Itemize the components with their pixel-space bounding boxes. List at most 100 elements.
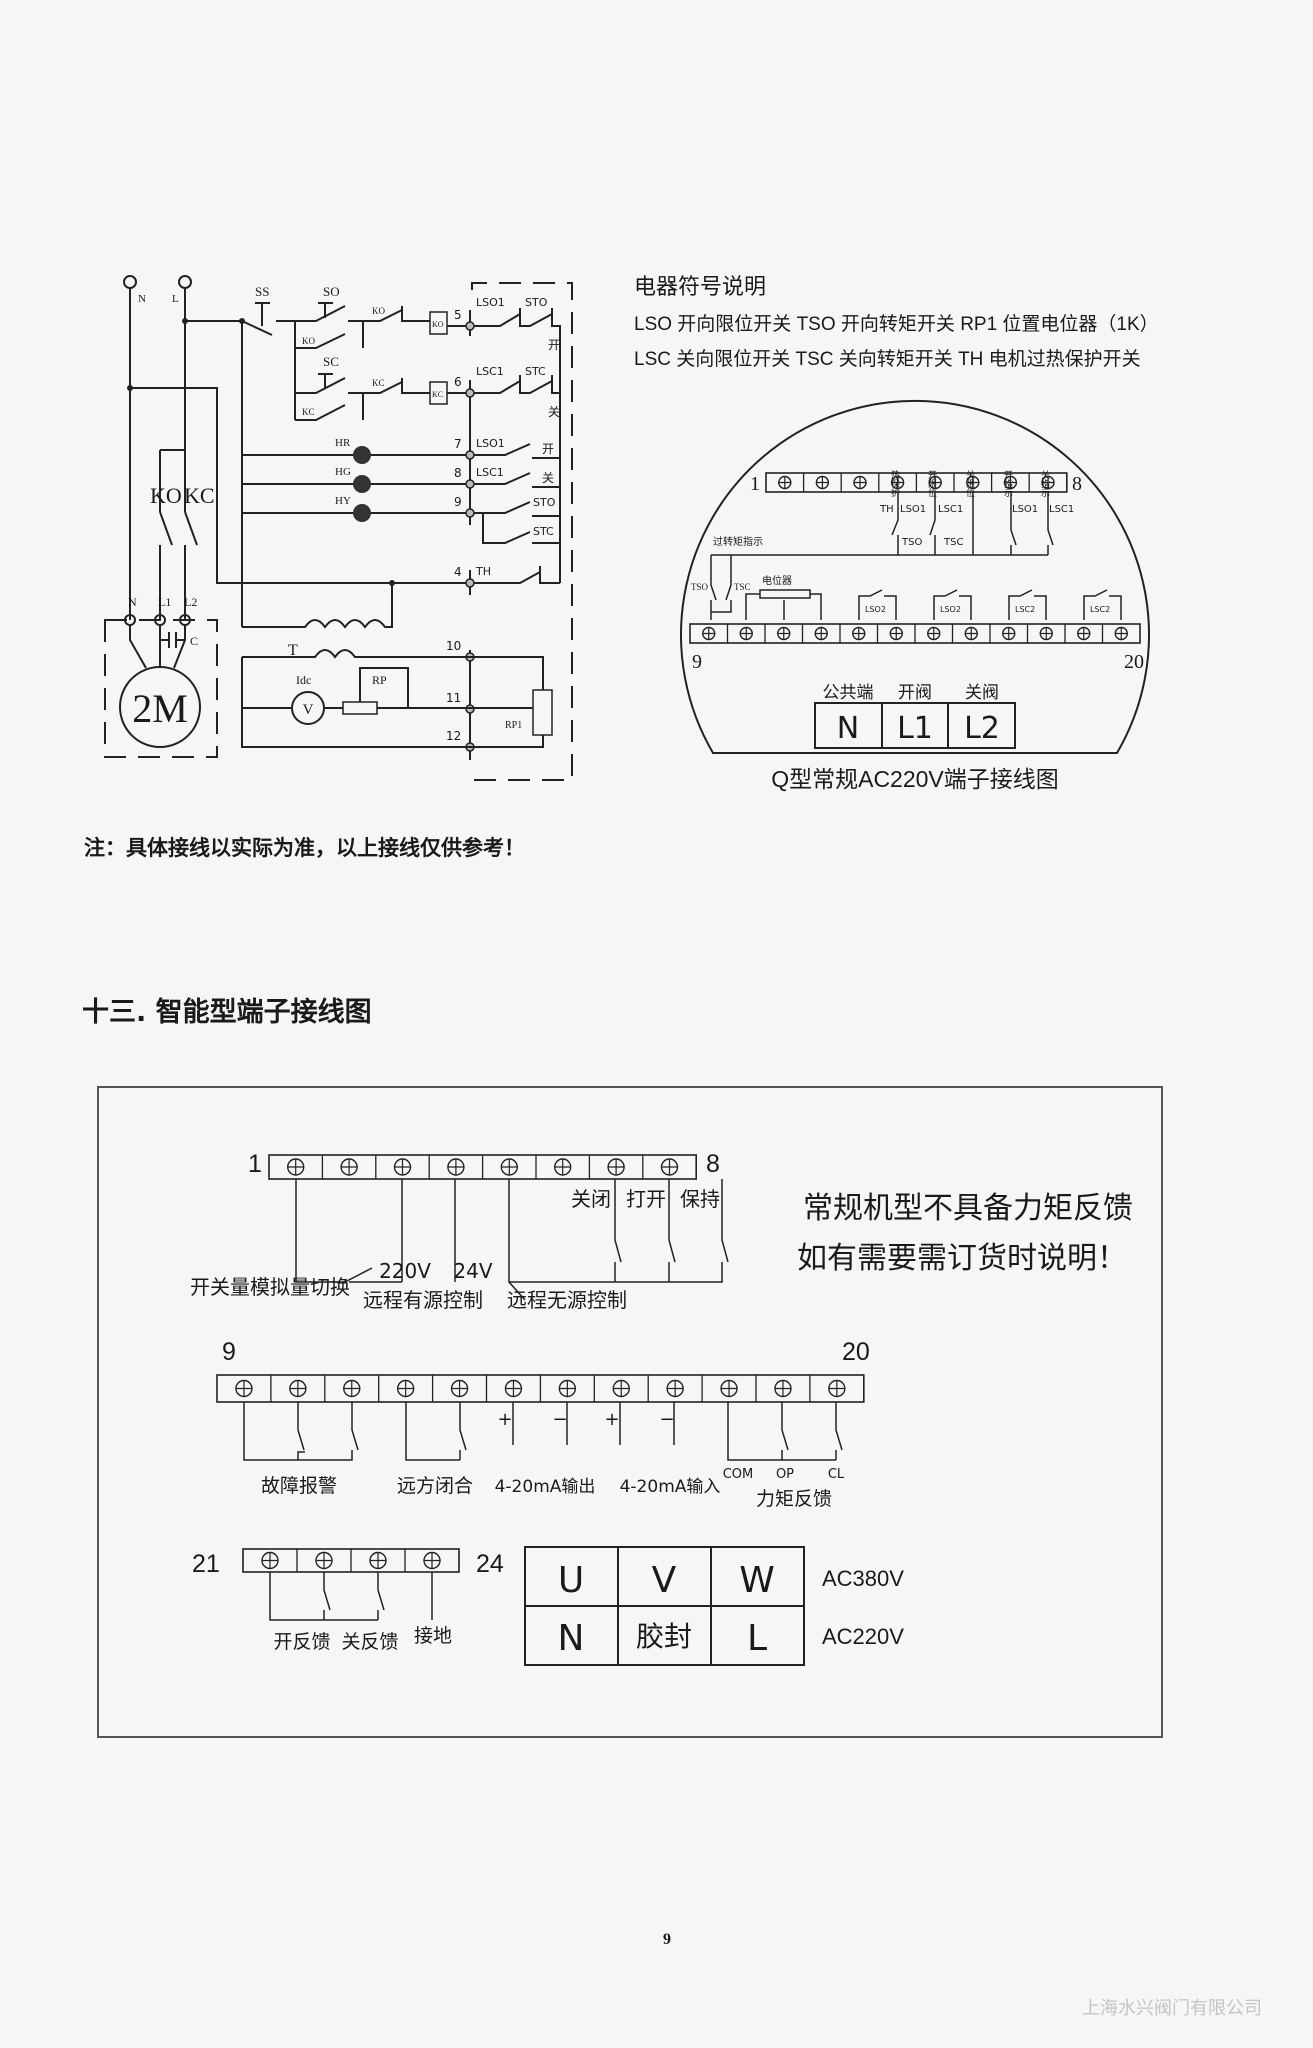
terminal-screw-icon (1039, 626, 1053, 641)
wiring-note: 注：具体接线以实际为准，以上接线仅供参考！ (84, 836, 525, 860)
label-ground: 接地 (414, 1625, 452, 1647)
q-cell-n: N (837, 711, 859, 746)
q-label-th: TH (879, 504, 894, 515)
switch-lsc1: LSC1 (476, 365, 504, 378)
voltage-220: AC220V (822, 1624, 904, 1649)
lamp-hy-label: HY (335, 495, 351, 507)
lamp-hg-label: HG (335, 466, 351, 478)
label-so: SO (323, 284, 340, 299)
q-aux-lso2: LSO2 (940, 605, 961, 614)
label-kc-hold: KC (302, 407, 315, 417)
legend-line-1: LSO 开向限位开关 TSO 开向转矩开关 RP1 位置电位器（1K） (634, 313, 1159, 335)
terminal-screw-icon (369, 1551, 387, 1570)
label-op: OP (776, 1467, 794, 1482)
q-cell-l2: L2 (964, 711, 1000, 746)
smart-terminal-diagram: 1 8 关闭 打开 保持 开关量模拟量切换 220V 24V 远程有源控制 远程… (97, 1086, 1163, 1738)
motor-terminal-n: N (128, 595, 137, 609)
voltmeter-glyph: V (303, 702, 314, 718)
coil-kc: KC (432, 390, 443, 399)
q-overtorque-label: 过转矩指示 (713, 535, 763, 548)
terminal-8: 8 (454, 466, 462, 480)
q-pot-label: 电位器 (762, 574, 792, 587)
q-diagram-caption: Q型常规AC220V端子接线图 (771, 766, 1059, 792)
terminal-screw-icon (235, 1379, 253, 1398)
q-top-start: 1 (750, 473, 760, 495)
symbol-legend: 电器符号说明 LSO 开向限位开关 TSO 开向转矩开关 RP1 位置电位器（1… (634, 274, 1159, 370)
label-l: L (172, 293, 179, 305)
terminal-screw-icon (289, 1379, 307, 1398)
label-fault-alarm: 故障报警 (261, 1475, 337, 1497)
terminal-screw-icon (966, 475, 980, 490)
rp-label: RP (372, 673, 387, 687)
dir-open-2: 开 (542, 442, 554, 456)
q-label-tsc: TSC (943, 537, 963, 548)
label-4-20ma-input: 4-20mA输入 (620, 1477, 721, 1497)
footer-company: 上海水兴阀门有限公司 (1082, 1998, 1262, 2019)
switch-lso1: LSO1 (476, 296, 505, 309)
terminal-screw-icon (607, 1158, 625, 1176)
terminal-screw-icon (1003, 475, 1018, 490)
supply-terminal-n (123, 275, 137, 289)
terminal-screw-icon (739, 626, 753, 641)
coil-ko: KO (432, 320, 444, 329)
label-n: N (138, 293, 146, 305)
label-open: 打开 (626, 1187, 666, 1211)
q-label-lsc1: LSC1 (938, 504, 963, 515)
strip3-start: 21 (192, 1550, 220, 1578)
q-label-lso1-b: LSO1 (1012, 504, 1038, 515)
switch-sto: STO (525, 296, 548, 309)
strip1-start: 1 (248, 1150, 262, 1178)
polarity-minus: − (552, 1409, 567, 1430)
switch-th: TH (475, 565, 491, 578)
label-open-feedback: 开反馈 (273, 1631, 330, 1653)
motor-label: 2M (132, 686, 188, 731)
label-close: 关闭 (571, 1187, 611, 1211)
meter-label: Idc (296, 673, 311, 687)
terminal-screw-icon (814, 626, 828, 641)
polarity-minus: − (659, 1409, 674, 1430)
capacitor-label: C (190, 634, 198, 648)
terminal-screw-icon (720, 1379, 738, 1398)
terminal-screw-icon (828, 1379, 846, 1398)
label-ko-hold: KO (302, 336, 315, 346)
q-rot-label: 开限位 (926, 470, 937, 498)
terminal-screw-icon (964, 626, 978, 641)
terminal-screw-icon (504, 1379, 523, 1398)
switch-stc: STC (525, 365, 546, 378)
label-24v: 24V (453, 1259, 492, 1283)
rp1-resistor (532, 689, 553, 736)
terminal-7: 7 (454, 437, 462, 451)
label-sc: SC (323, 354, 339, 369)
transformer-label: T (288, 642, 298, 659)
terminal-screw-icon (889, 626, 903, 641)
voltmeter-symbol (291, 691, 325, 725)
lamp-hr-label: HR (335, 437, 351, 449)
terminal-screw-icon (558, 1379, 577, 1398)
dir-open-1: 开 (548, 338, 560, 352)
q-bottom-start: 9 (692, 651, 702, 673)
terminal-5: 5 (454, 308, 462, 322)
q-label-lsc1-b: LSC1 (1049, 504, 1074, 515)
polarity-plus: + (497, 1409, 512, 1430)
q-bottom-end: 20 (1124, 651, 1144, 673)
terminal-screw-icon (1002, 626, 1016, 641)
terminal-screw-icon (1041, 475, 1055, 490)
voltage-380: AC380V (822, 1566, 904, 1591)
terminal-screw-icon (612, 1379, 630, 1398)
terminal-11: 11 (446, 691, 461, 705)
terminal-screw-icon (666, 1379, 684, 1398)
q-cell-l1: L1 (897, 711, 933, 746)
terminal-screw-icon (890, 475, 905, 490)
power-cell-u: U (558, 1560, 584, 1601)
rp1-label: RP1 (505, 720, 522, 731)
dir-close-2: 关 (542, 471, 554, 485)
terminal-screw-icon (315, 1551, 333, 1570)
switch-sto-ind: STO (533, 496, 556, 509)
q-header-open: 开阀 (898, 683, 932, 703)
power-cell-v: V (652, 1560, 677, 1601)
terminal-screw-icon (423, 1551, 441, 1570)
strip2-end: 20 (842, 1338, 870, 1366)
power-cell-l: L (747, 1618, 767, 1659)
terminal-screw-icon (500, 1158, 518, 1176)
terminal-screw-icon (261, 1551, 279, 1570)
